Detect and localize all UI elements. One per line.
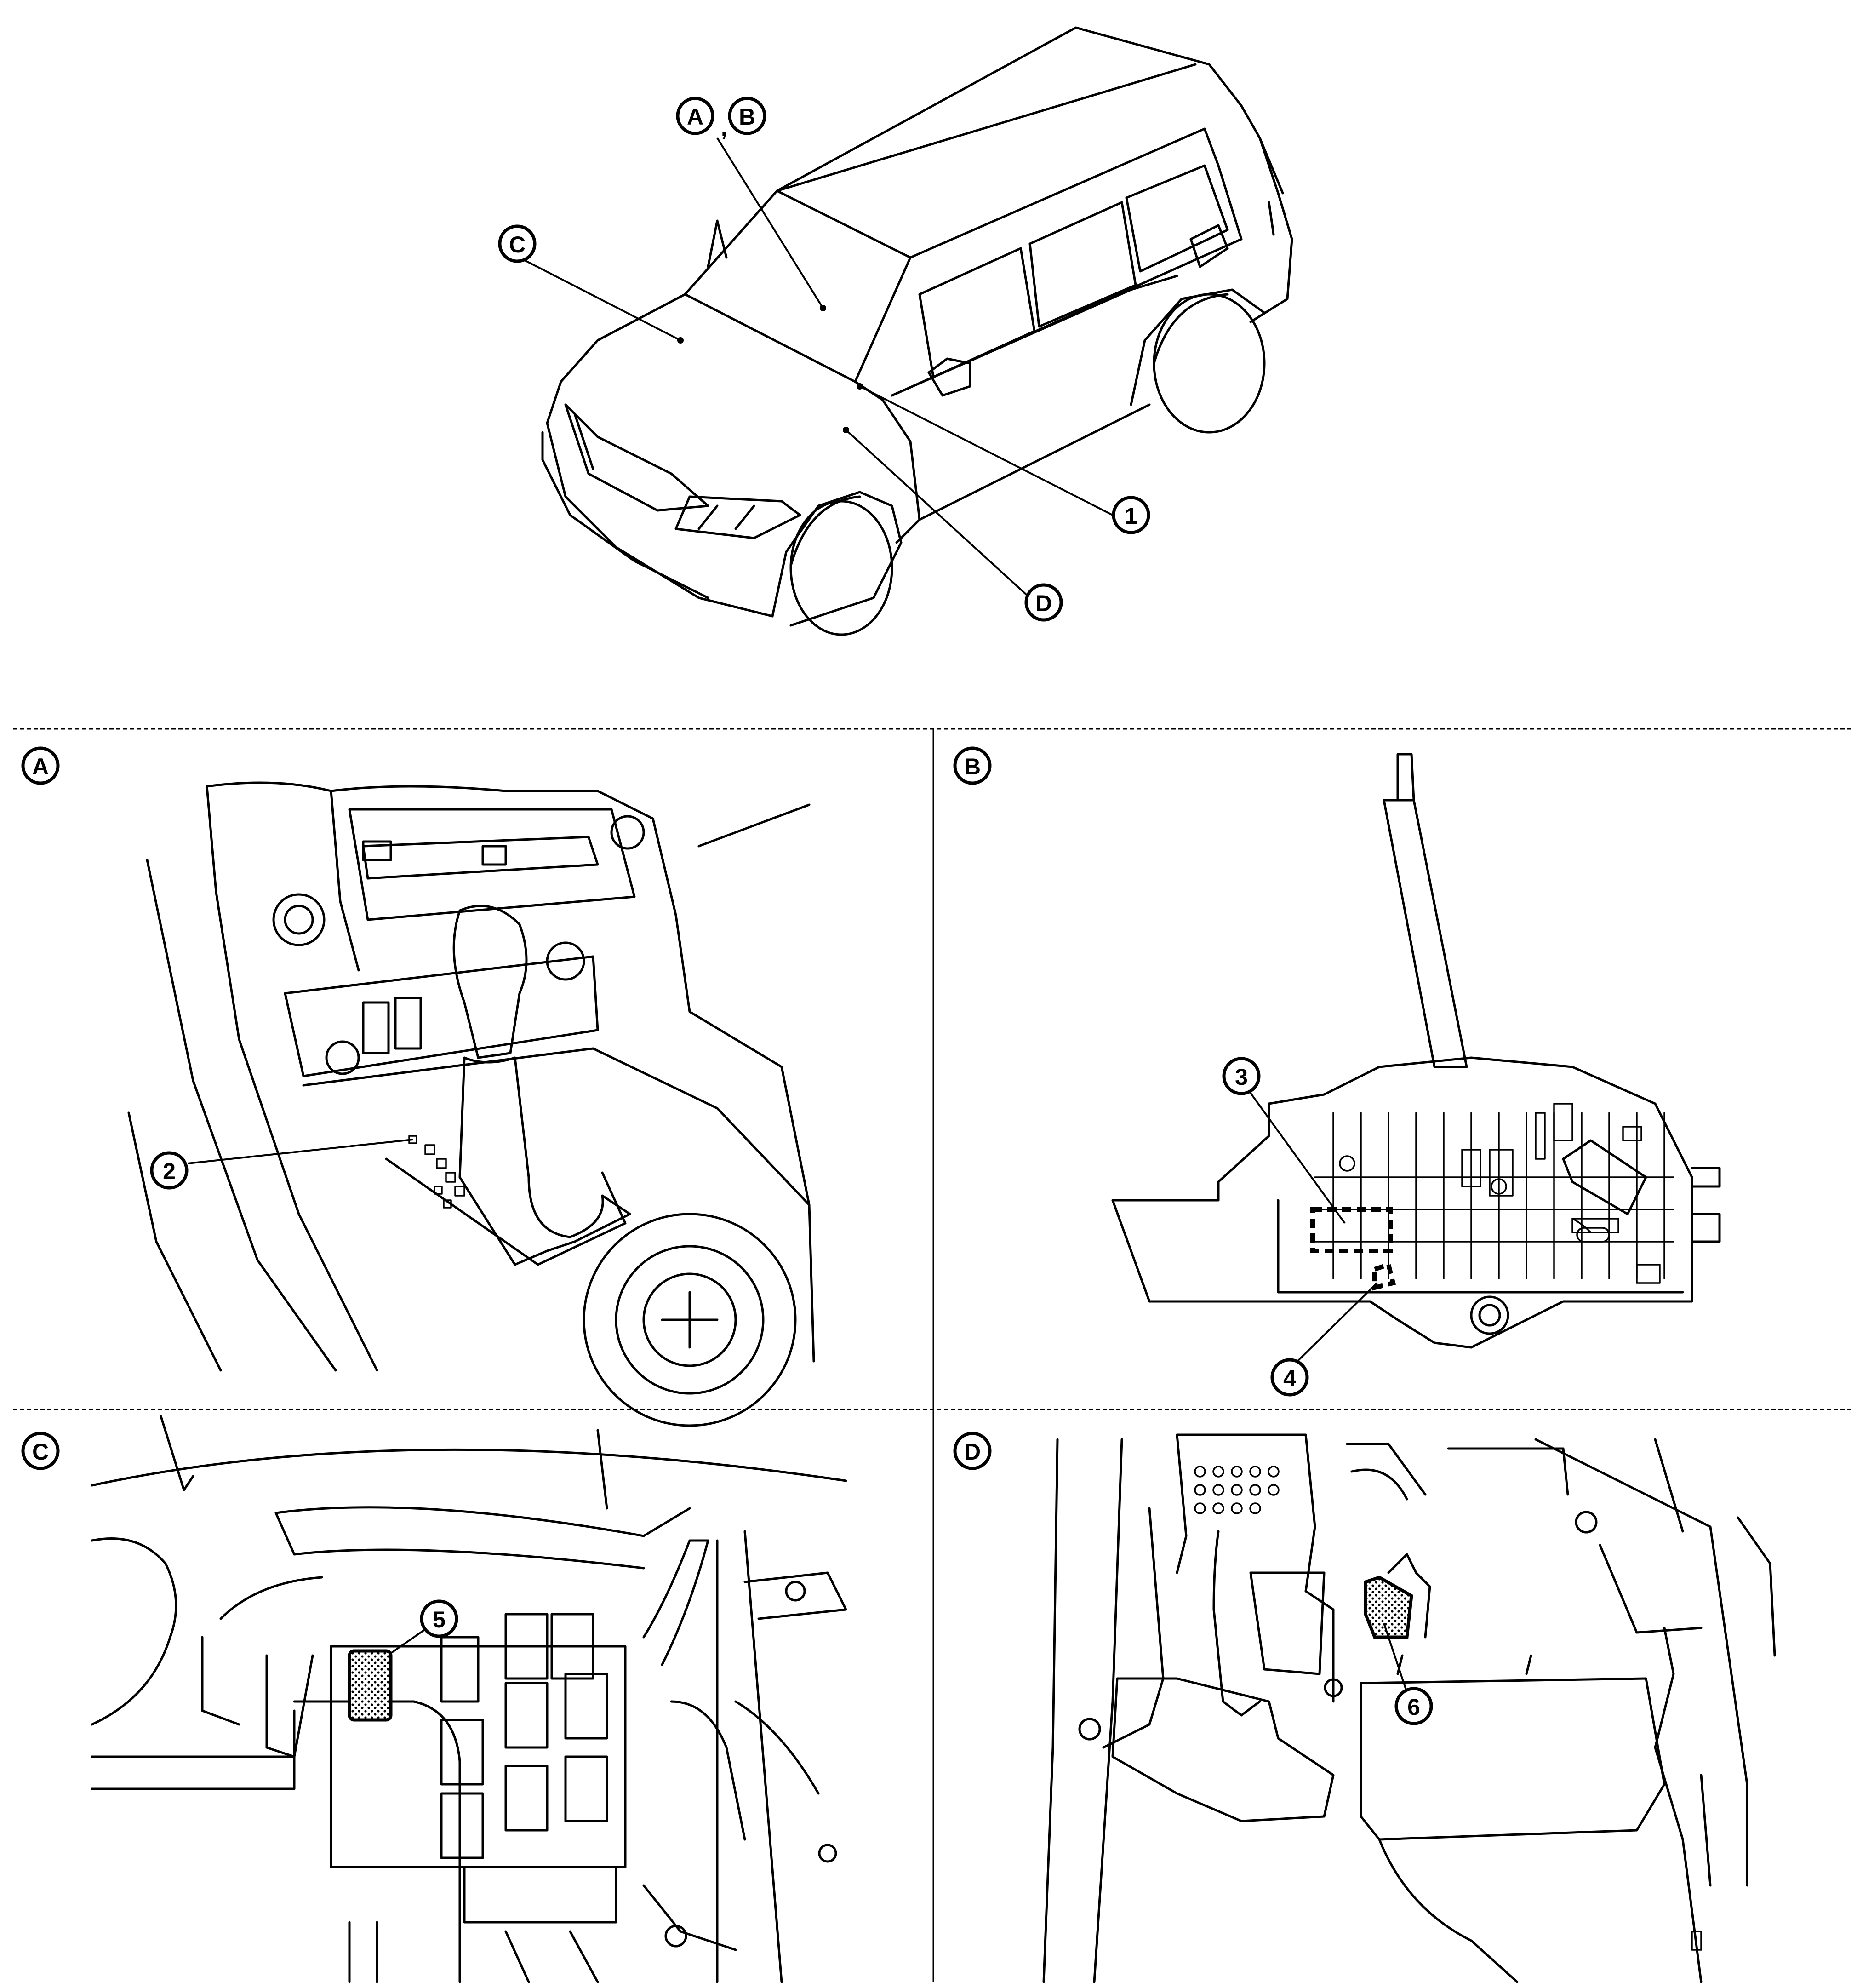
- svg-text:2: 2: [163, 1158, 176, 1184]
- callout-AB-separator: ,: [721, 116, 727, 141]
- callout-B-overview-label: B: [739, 104, 755, 130]
- svg-text:A: A: [32, 754, 49, 779]
- svg-text:4: 4: [1283, 1365, 1296, 1391]
- callout-B-overview: B: [728, 97, 766, 135]
- panel-grid: [13, 728, 1851, 1982]
- svg-text:C: C: [32, 1439, 49, 1465]
- panel-B: B: [953, 746, 1721, 1397]
- svg-text:B: B: [964, 754, 981, 779]
- panel-D: D: [953, 1432, 1776, 1983]
- callout-A-overview-label: A: [687, 104, 703, 130]
- under-dash-drawing: [1042, 1433, 1776, 1983]
- svg-text:D: D: [964, 1439, 981, 1465]
- callout-4: 4: [1270, 1358, 1309, 1397]
- svg-text:6: 6: [1407, 1694, 1420, 1720]
- leader-4: [1297, 1282, 1378, 1362]
- callout-6: 6: [1394, 1687, 1433, 1725]
- callout-5: 5: [420, 1599, 458, 1638]
- shift-lever-assembly-drawing: [1111, 753, 1721, 1349]
- panel-A: A: [21, 746, 815, 1427]
- panel-C-label: C: [21, 1432, 60, 1470]
- overview-leaders: [510, 137, 1113, 599]
- leader-3: [1247, 1089, 1346, 1224]
- panel-D-label: D: [953, 1432, 992, 1470]
- panel-A-label: A: [21, 746, 60, 785]
- callout-D-overview: D: [1024, 583, 1063, 622]
- callout-A-overview: A: [676, 97, 714, 135]
- svg-text:5: 5: [433, 1607, 446, 1633]
- panel-C: C: [21, 1415, 847, 1983]
- relay-5-highlight: [348, 1649, 393, 1722]
- callout-1-label: 1: [1125, 503, 1137, 529]
- callout-C-overview: C: [498, 224, 537, 263]
- console-drawing: [127, 781, 815, 1427]
- panel-B-label: B: [953, 746, 992, 785]
- leader-2: [187, 1139, 413, 1164]
- vehicle-overview: A , B C 1 D: [498, 26, 1293, 636]
- connector-6-highlight: [1364, 1576, 1413, 1639]
- engine-room-drawing: [91, 1415, 847, 1983]
- callout-1: 1: [1112, 496, 1150, 534]
- connector-3-highlight: [1310, 1207, 1393, 1253]
- callout-3: 3: [1222, 1057, 1261, 1095]
- svg-text:3: 3: [1235, 1064, 1248, 1090]
- vent-holes: [1194, 1466, 1280, 1514]
- leader-5: [390, 1629, 425, 1654]
- leader-6: [1383, 1623, 1408, 1693]
- connector-4-highlight: [1372, 1261, 1396, 1291]
- callout-C-overview-label: C: [509, 232, 526, 258]
- callout-D-overview-label: D: [1035, 590, 1052, 616]
- vehicle-outline: [541, 26, 1293, 636]
- callout-2: 2: [150, 1151, 189, 1190]
- shift-lever-grid: [1314, 1103, 1674, 1284]
